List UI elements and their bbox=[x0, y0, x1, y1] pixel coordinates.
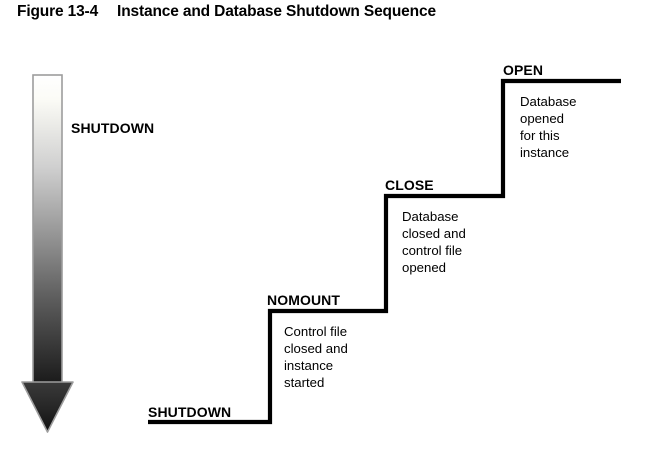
figure-title-text: Instance and Database Shutdown Sequence bbox=[117, 3, 436, 20]
arrow-shaft bbox=[32, 74, 63, 385]
arrow-down-icon bbox=[21, 74, 74, 433]
step-label-open: OPEN bbox=[503, 62, 544, 78]
shutdown-direction-arrow bbox=[20, 74, 88, 436]
arrow-label: SHUTDOWN bbox=[71, 120, 155, 136]
step-label-nomount: NOMOUNT bbox=[267, 292, 341, 308]
staircase-path bbox=[148, 78, 621, 425]
step-label-close: CLOSE bbox=[385, 177, 434, 193]
step-description-close: Database closed and control file opened bbox=[402, 209, 466, 275]
step-description-nomount: Control file closed and instance started bbox=[284, 324, 348, 390]
step-label-shutdown: SHUTDOWN bbox=[148, 404, 232, 420]
arrow-head bbox=[21, 381, 74, 433]
figure-title: Figure 13-4 Instance and Database Shutdow… bbox=[17, 3, 436, 21]
figure-number: Figure 13-4 bbox=[17, 3, 99, 20]
step-description-open: Database opened for this instance bbox=[520, 94, 577, 160]
